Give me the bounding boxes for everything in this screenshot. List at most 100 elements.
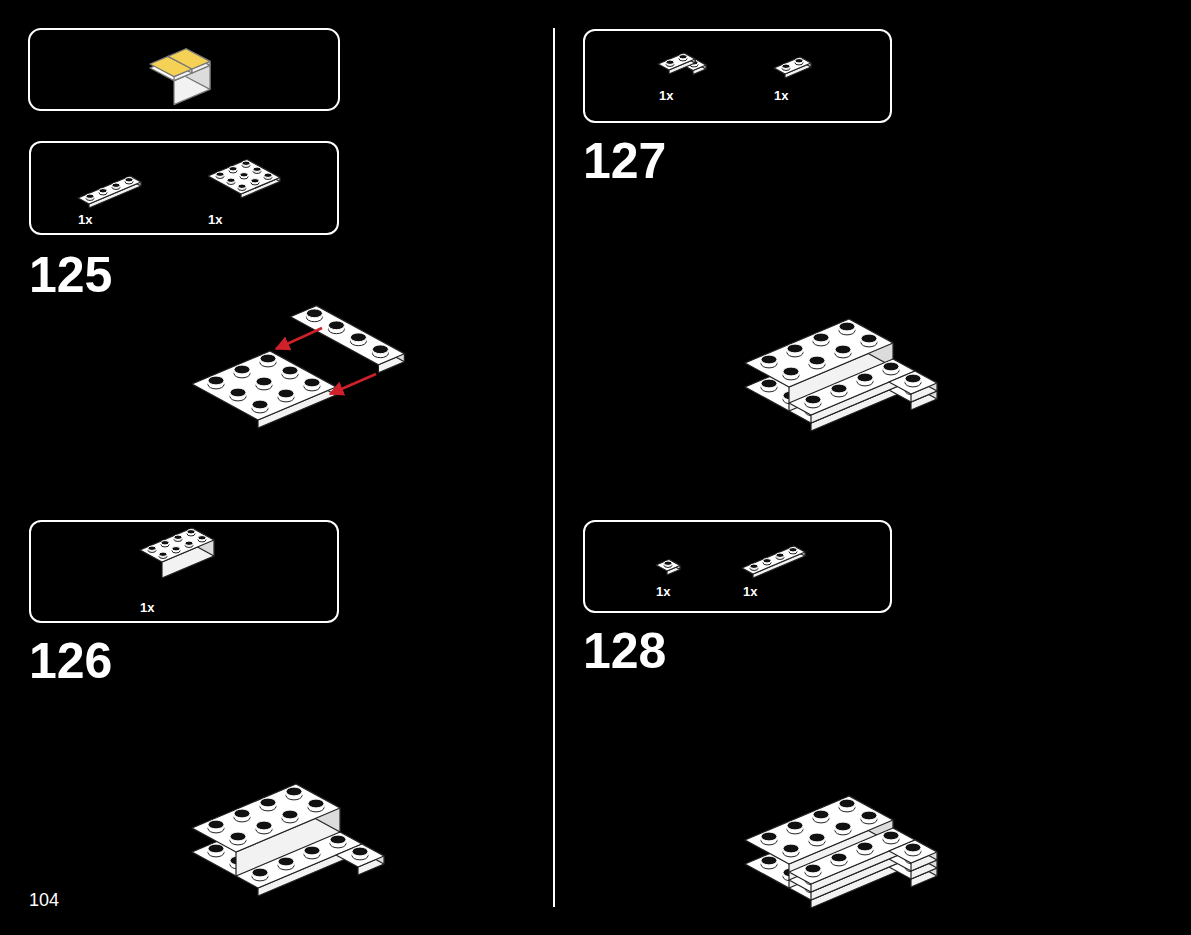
stud-top: [750, 564, 758, 568]
stud-top: [304, 846, 320, 855]
brick-top: [192, 351, 336, 420]
stud-top: [809, 356, 825, 365]
stud-top: [805, 395, 821, 404]
brick-model: [78, 176, 141, 208]
stud-top: [783, 367, 799, 376]
stud-top: [372, 345, 388, 354]
stud-top: [839, 322, 855, 331]
step-number: 126: [29, 636, 112, 686]
brick-model: [192, 306, 404, 428]
stud-top: [240, 173, 248, 177]
stud-top: [813, 333, 829, 342]
stud-top: [185, 541, 193, 545]
stud-top: [761, 355, 777, 364]
brick-top: [336, 844, 384, 867]
stud-top: [148, 546, 156, 550]
brick-model: [208, 160, 280, 199]
brick-top: [889, 840, 937, 863]
stud-top: [282, 366, 298, 375]
brick-top: [208, 160, 280, 195]
stud-top: [282, 810, 298, 819]
stud-top: [761, 856, 777, 865]
stud-top: [278, 857, 294, 866]
stud-top: [229, 167, 237, 171]
stud-top: [172, 547, 180, 551]
brick-model: [745, 796, 937, 908]
stud-top: [831, 384, 847, 393]
part-quantity: 1x: [140, 601, 154, 614]
brick-top: [789, 359, 915, 415]
stud-top: [350, 333, 366, 342]
brick-top: [140, 528, 214, 562]
brick-model: [745, 319, 937, 431]
stud-top: [286, 787, 302, 796]
stud-top: [831, 853, 847, 862]
stud-top: [230, 388, 246, 397]
stud-top: [208, 820, 224, 829]
stud-top: [230, 832, 246, 841]
stud-top: [328, 321, 344, 330]
stud-top: [234, 809, 250, 818]
stud-top: [664, 561, 672, 565]
stud-top: [761, 832, 777, 841]
parts-box: 1x 1x: [29, 141, 339, 235]
stud-top: [679, 55, 687, 59]
part-quantity: 1x: [208, 213, 222, 226]
parts-box: 1x: [29, 520, 339, 623]
stud-top: [251, 179, 259, 183]
stud-top: [861, 811, 877, 820]
step-number: 127: [583, 136, 666, 186]
stud-top: [252, 868, 268, 877]
stud-top: [857, 373, 873, 382]
stud-top: [787, 344, 803, 353]
stud-top: [883, 831, 899, 840]
stud-top: [783, 844, 799, 853]
stud-top: [252, 400, 268, 409]
part-quantity: 1x: [743, 585, 757, 598]
brick-top: [745, 796, 893, 864]
stud-top: [835, 345, 851, 354]
brick-model: [192, 784, 384, 896]
stud-top: [238, 184, 246, 188]
brick-model: [140, 528, 214, 578]
parts-box: 1x 1x: [583, 520, 892, 613]
stud-top: [112, 183, 120, 187]
brick-top: [658, 53, 695, 70]
stud-top: [208, 376, 224, 385]
stud-top: [787, 821, 803, 830]
stud-top: [256, 377, 272, 386]
stud-top: [835, 822, 851, 831]
stud-top: [857, 842, 873, 851]
stud-top: [861, 334, 877, 343]
brick-top: [192, 784, 340, 852]
stud-top: [208, 844, 224, 853]
brick-top: [789, 828, 915, 884]
stud-top: [174, 535, 182, 539]
stud-top: [234, 365, 250, 374]
stud-top: [198, 536, 206, 540]
stud-top: [795, 59, 803, 63]
stud-top: [278, 389, 294, 398]
brick-top: [78, 176, 141, 204]
stud-top: [253, 167, 261, 171]
stud-top: [763, 559, 771, 563]
stud-top: [161, 541, 169, 545]
stud-top: [187, 530, 195, 534]
brick-top: [742, 546, 805, 574]
brick-top: [168, 49, 210, 69]
part-quantity: 1x: [659, 89, 673, 102]
part-quantity: 1x: [656, 585, 670, 598]
part-quantity: 1x: [78, 213, 92, 226]
stud-top: [782, 64, 790, 68]
brick-top: [774, 57, 811, 74]
brick-top: [889, 371, 937, 394]
stud-top: [883, 362, 899, 371]
column-divider: [553, 28, 555, 907]
placement-arrow: [276, 328, 322, 349]
stud-top: [905, 374, 921, 383]
brick-model: [658, 53, 706, 75]
stud-top: [789, 548, 797, 552]
stud-top: [99, 189, 107, 193]
stud-top: [304, 378, 320, 387]
